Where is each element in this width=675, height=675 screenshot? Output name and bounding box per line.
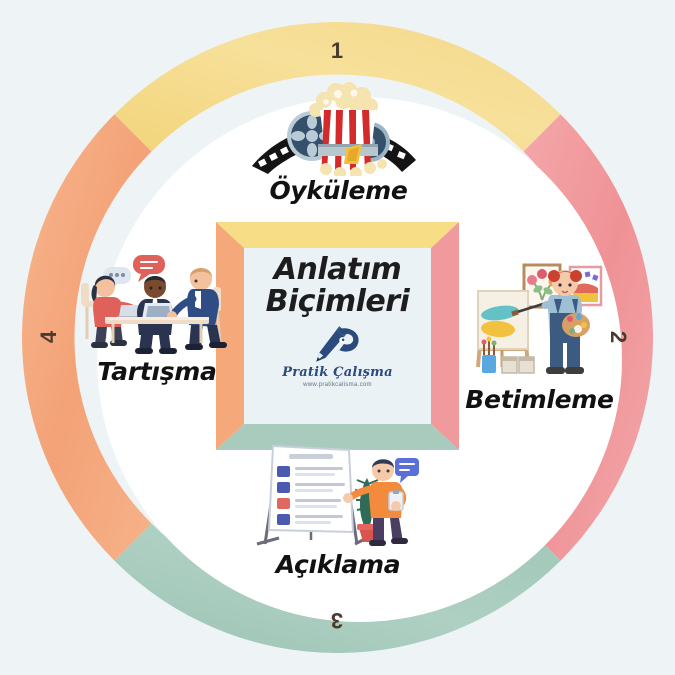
ring-segment-4-left	[22, 114, 152, 561]
ring-number-1: 1	[330, 38, 344, 63]
discussion-meeting-icon	[81, 255, 227, 354]
quadrant-top-label: Öyküleme	[269, 176, 408, 205]
presentation-flipchart-icon	[256, 444, 419, 546]
ring-number-4: 4	[36, 330, 61, 344]
brand-logo: Pratik Çalışma www.pratikcalisma.com	[282, 324, 393, 388]
center-title-line1: Anlatım	[273, 252, 402, 287]
center-frame-bevels	[216, 222, 459, 450]
center-panel: Anlatım Biçimleri Pratik Çalışma www.pra…	[244, 248, 431, 424]
center-title-line2: Biçimleri	[265, 283, 410, 319]
quadrant-left-tartisma: Tartışma	[72, 243, 242, 384]
ring-segment-1-top	[114, 22, 561, 152]
frame-bevel-right	[431, 222, 459, 450]
quadrant-bottom-label: Açıklama	[275, 550, 401, 579]
center-frame	[216, 222, 459, 450]
popcorn-film-reel-icon	[251, 82, 416, 176]
ring-segments	[22, 22, 653, 653]
ring-segment-3-bottom	[114, 523, 561, 653]
painter-easel-icon	[475, 263, 602, 374]
frame-bevel-top	[216, 222, 459, 248]
quadrant-bottom-aciklama: Açıklama	[243, 440, 433, 577]
ring-number-3: 3	[330, 608, 344, 633]
frame-bevel-left	[216, 222, 244, 450]
brand-name: Pratik Çalışma	[282, 364, 393, 380]
brand-url: www.pratikcalisma.com	[303, 381, 372, 388]
pencil-p-logo-icon	[316, 325, 360, 362]
quadrant-right-betimleme: Betimleme	[452, 243, 627, 412]
quadrant-left-label: Tartışma	[97, 357, 217, 386]
quadrant-top-oykuleme: Öyküleme	[241, 80, 436, 203]
quadrant-right-label: Betimleme	[465, 385, 614, 414]
ring-segment-2-right	[523, 114, 653, 561]
frame-bevel-bottom	[216, 424, 459, 450]
